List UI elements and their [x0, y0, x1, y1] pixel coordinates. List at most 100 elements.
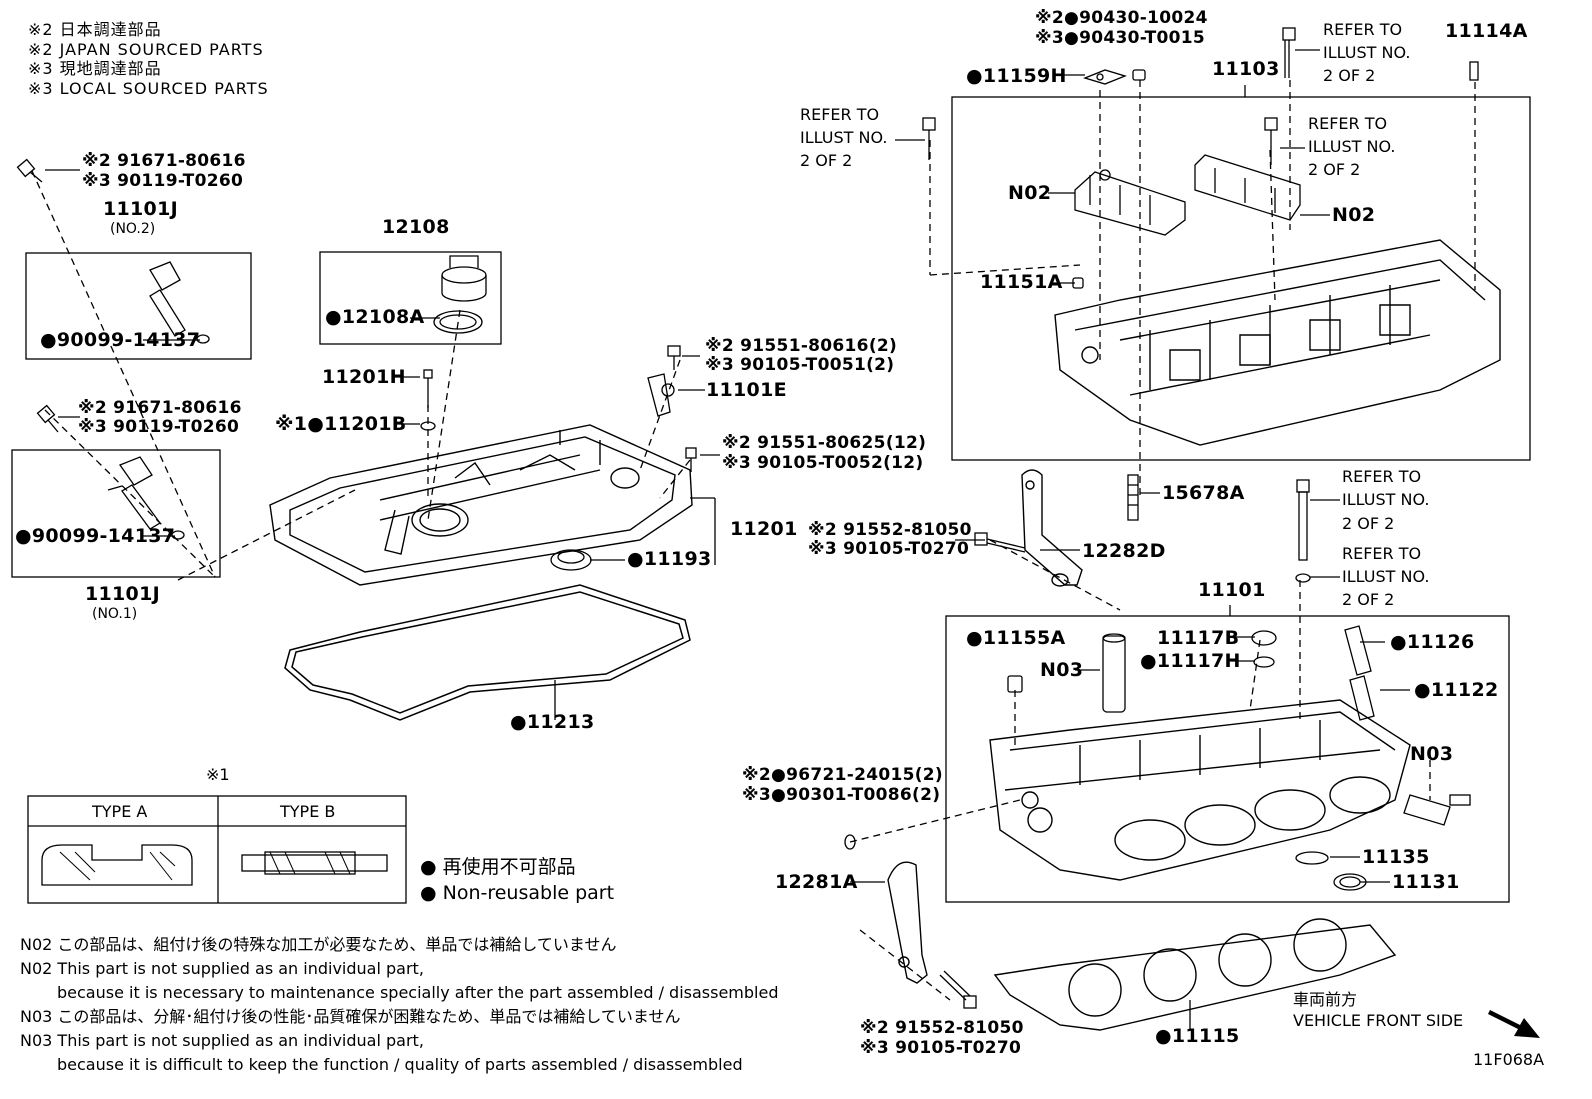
header-note-4: ※3 LOCAL SOURCED PARTS — [28, 79, 269, 98]
refer4-line2: ILLUST NO. — [1342, 490, 1430, 509]
vehicle-front-en: VEHICLE FRONT SIDE — [1293, 1011, 1464, 1030]
ring-96721 — [844, 834, 856, 850]
bolt-refer-upper — [1282, 27, 1296, 78]
refer5-line3: 2 OF 2 — [1342, 590, 1395, 609]
refer2-line3: 2 OF 2 — [800, 151, 853, 170]
callout-11101J-bot: 11101J — [85, 583, 160, 605]
footnote-n02-en-1: N02 This part is not supplied as an indi… — [20, 959, 424, 978]
callout-90099-a: ●90099-14137 — [40, 329, 201, 351]
footnote-n03-en-1: N03 This part is not supplied as an indi… — [20, 1031, 424, 1050]
callout-11122: ●11122 — [1414, 679, 1499, 701]
tube-11122 — [1349, 675, 1375, 721]
gasket-11213 — [284, 584, 691, 721]
gasket-11159H — [1083, 69, 1127, 85]
cam-sensor-11101E — [647, 345, 681, 417]
vehicle-front-jp: 車両前方 — [1293, 990, 1358, 1009]
callout-11126: ●11126 — [1390, 631, 1475, 653]
type-a-label: TYPE A — [92, 802, 148, 821]
bolt-refer-mid — [1264, 117, 1278, 165]
bolt-91671-mid — [36, 404, 59, 433]
callout-90119-a1: ※3 90119-T0260 — [82, 171, 244, 191]
callout-12108A: ●12108A — [325, 306, 425, 328]
callout-90105-T0270-a: ※3 90105-T0270 — [808, 539, 970, 559]
callout-N03-b: N03 — [1410, 743, 1454, 765]
washer-refer — [1295, 573, 1311, 583]
figure-id: 11F068A — [1473, 1050, 1545, 1069]
type-b-label: TYPE B — [280, 802, 336, 821]
refer5-line2: ILLUST NO. — [1342, 567, 1430, 586]
callout-11117H: ●11117H — [1140, 650, 1241, 672]
seal-11193 — [550, 549, 592, 571]
gasket-11117H — [1253, 656, 1275, 668]
callout-11131: 11131 — [1392, 871, 1460, 893]
dowel-N03-a — [1102, 633, 1126, 713]
refer5-line1: REFER TO — [1342, 544, 1422, 563]
footnote-n03-en-2: because it is difficult to keep the func… — [57, 1055, 743, 1074]
refer3-line2: ILLUST NO. — [1308, 137, 1396, 156]
callout-11213: ●11213 — [510, 711, 595, 733]
callout-11135: 11135 — [1362, 846, 1430, 868]
callout-90430-10024: ※2●90430-10024 — [1035, 8, 1208, 28]
callout-91552-b: ※2 91552-81050 — [860, 1018, 1024, 1038]
pin-11151A — [1072, 277, 1084, 289]
box-11101J-no2 — [25, 252, 252, 360]
pin-11114A — [1469, 61, 1479, 81]
cylinder-head-11101 — [989, 699, 1411, 881]
callout-12281A: 12281A — [775, 871, 858, 893]
type-table — [27, 795, 407, 904]
head-cover-11201 — [269, 424, 693, 586]
camshaft-bearing-cap-left — [1074, 169, 1186, 236]
tube-N03-b — [1403, 794, 1471, 826]
callout-90119-a2: ※3 90119-T0260 — [78, 417, 240, 437]
type-table-ref-mark: ※1 — [206, 765, 230, 784]
callout-11115: ●11115 — [1155, 1025, 1240, 1047]
callout-12282D: 12282D — [1082, 540, 1166, 562]
callout-90301: ※3●90301-T0086(2) — [742, 785, 941, 805]
refer4-line3: 2 OF 2 — [1342, 514, 1395, 533]
refer1-line2: ILLUST NO. — [1323, 43, 1411, 62]
callout-no1: (NO.1) — [92, 606, 138, 622]
bolt-refer-long — [1296, 479, 1310, 561]
bolt-91552-upper — [974, 532, 1026, 553]
callout-90105-T0270-b: ※3 90105-T0270 — [860, 1038, 1022, 1058]
gasket-11135 — [1295, 851, 1329, 865]
callout-91551-625: ※2 91551-80625(12) — [722, 433, 927, 453]
callout-11159H: ●11159H — [966, 65, 1067, 87]
footnote-n02-en-2: because it is necessary to maintenance s… — [57, 983, 779, 1002]
callout-N02-right: N02 — [1332, 204, 1376, 226]
legend-jp: ● 再使用不可部品 — [420, 856, 576, 878]
stud-15678A — [1127, 474, 1139, 521]
refer3-line3: 2 OF 2 — [1308, 160, 1361, 179]
callout-11155A: ●11155A — [966, 627, 1066, 649]
callout-11101E: 11101E — [706, 379, 787, 401]
callout-90105-T0051: ※3 90105-T0051(2) — [705, 355, 895, 375]
oil-control-valve-no2 — [149, 261, 210, 344]
box-12108 — [319, 251, 502, 345]
bolt-91552-lower — [939, 970, 977, 1009]
bolt-91551-625 — [685, 447, 697, 472]
oil-control-valve-no1 — [107, 456, 185, 540]
header-note-3: ※3 現地調達部品 — [28, 59, 162, 78]
callout-11101: 11101 — [1198, 579, 1266, 601]
bolt-refer-left — [922, 117, 936, 160]
callout-N02-left: N02 — [1008, 182, 1052, 204]
callout-11117B: 11117B — [1157, 627, 1240, 649]
callout-91671-a2: ※2 91671-80616 — [78, 398, 242, 418]
stud-11201H — [420, 369, 436, 431]
pin-11155A — [1007, 675, 1023, 693]
tube-11126 — [1344, 625, 1372, 676]
type-b-seal-illustration — [241, 851, 388, 875]
callout-11193: ●11193 — [627, 548, 712, 570]
engine-hanger-12281A — [887, 861, 928, 984]
refer1-line1: REFER TO — [1323, 20, 1403, 39]
callout-90430-T0015: ※3●90430-T0015 — [1035, 28, 1205, 48]
callout-11103: 11103 — [1212, 58, 1280, 80]
callout-12108: 12108 — [382, 216, 450, 238]
legend-en: ● Non-reusable part — [420, 882, 615, 904]
callout-96721: ※2●96721-24015(2) — [742, 765, 943, 785]
engine-hanger-12282D — [1021, 469, 1083, 587]
camshaft-housing-11103 — [1054, 239, 1501, 446]
head-gasket-11115 — [993, 918, 1397, 1031]
